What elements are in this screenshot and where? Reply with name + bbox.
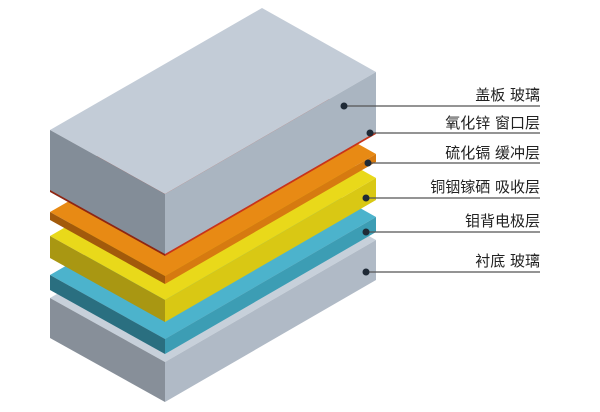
dot-cover-glass	[340, 102, 348, 110]
dot-cds-buffer	[364, 159, 372, 167]
label-substrate-glass: 衬底 玻璃	[475, 252, 540, 270]
leader-dots	[340, 102, 374, 276]
label-cds-buffer: 硫化镉 缓冲层	[445, 144, 540, 162]
label-zno-window: 氧化锌 窗口层	[445, 114, 540, 132]
label-cover-glass: 盖板 玻璃	[475, 86, 540, 104]
label-mo-back-electrode: 钼背电极层	[464, 212, 540, 230]
dot-substrate-glass	[362, 268, 370, 276]
leader-lines	[344, 105, 540, 273]
label-cigs-absorber: 铜铟镓硒 吸收层	[430, 178, 540, 196]
dot-mo-back-electrode	[362, 228, 370, 236]
dot-cigs-absorber	[362, 194, 370, 202]
layer-cover-glass	[50, 8, 376, 254]
dot-zno-window	[366, 129, 374, 137]
